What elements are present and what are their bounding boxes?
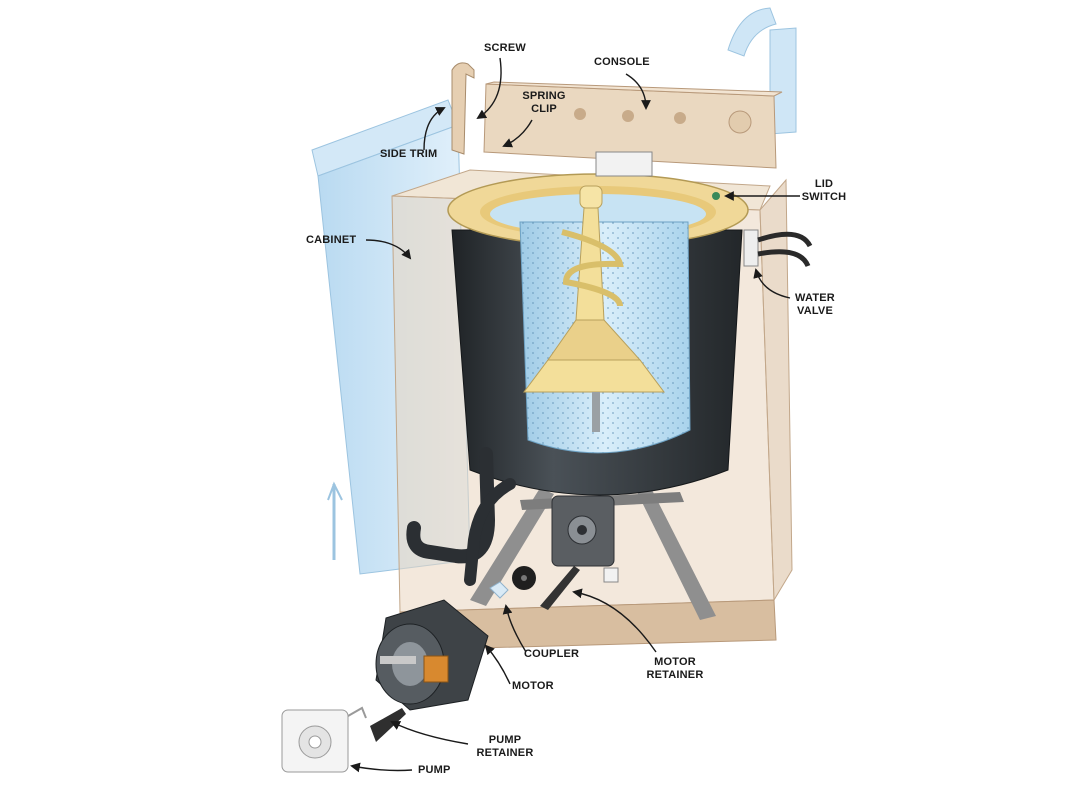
gear-case bbox=[551, 495, 615, 567]
label-motor: MOTOR bbox=[512, 680, 554, 692]
label-pump-retainer-line1: PUMP bbox=[488, 734, 522, 746]
leader-lines bbox=[350, 57, 800, 773]
pump-retainer-leader bbox=[390, 721, 469, 745]
label-pump: PUMP bbox=[418, 764, 451, 776]
spring-clip-leader bbox=[502, 119, 533, 148]
label-pump-retainer-line2: RETAINER bbox=[476, 747, 534, 759]
drain-hoses bbox=[406, 447, 516, 586]
motor-leader bbox=[484, 644, 511, 685]
label-cabinet: CABINET bbox=[306, 234, 357, 246]
coupler-leader bbox=[502, 604, 527, 653]
label-water-valve: WATER VALVE bbox=[792, 292, 838, 318]
motor-retainer-leader bbox=[572, 588, 657, 653]
label-spring-clip-line1: SPRING bbox=[522, 90, 566, 102]
agitator bbox=[523, 185, 665, 432]
top-panel-piece bbox=[727, 7, 797, 135]
water-valve-part bbox=[743, 229, 813, 268]
label-spring-clip: SPRING CLIP bbox=[516, 90, 572, 116]
label-motor-retainer: MOTOR RETAINER bbox=[640, 656, 710, 682]
water-valve-leader bbox=[753, 268, 791, 299]
screw-leader bbox=[476, 57, 502, 120]
label-screw: SCREW bbox=[484, 42, 526, 54]
label-motor-retainer-line2: RETAINER bbox=[646, 669, 704, 681]
console-leader bbox=[625, 73, 651, 110]
label-console: CONSOLE bbox=[594, 56, 650, 68]
label-water-valve-line1: WATER bbox=[795, 292, 835, 304]
side-trim bbox=[451, 62, 475, 155]
label-coupler: COUPLER bbox=[524, 648, 580, 660]
lid-switch-part bbox=[595, 151, 720, 200]
label-lid-switch-line1: LID bbox=[814, 178, 834, 190]
motor-retainer-part bbox=[540, 566, 619, 610]
label-lid-switch: LID SWITCH bbox=[800, 178, 848, 204]
motor-part bbox=[375, 599, 489, 711]
cabinet-leader bbox=[365, 239, 412, 260]
label-spring-clip-line2: CLIP bbox=[531, 103, 557, 115]
console-panel bbox=[483, 81, 783, 169]
pump-retainer-part bbox=[370, 708, 406, 742]
label-motor-retainer-line1: MOTOR bbox=[654, 656, 696, 668]
label-pump-retainer: PUMP RETAINER bbox=[470, 734, 540, 760]
label-lid-switch-line2: SWITCH bbox=[801, 191, 847, 203]
coupler-part bbox=[489, 566, 536, 599]
pump-leader bbox=[350, 762, 413, 773]
label-side-trim: SIDE TRIM bbox=[380, 148, 438, 160]
side-trim-leader bbox=[423, 107, 446, 151]
pump-part bbox=[281, 706, 367, 773]
label-water-valve-line2: VALVE bbox=[796, 305, 834, 317]
